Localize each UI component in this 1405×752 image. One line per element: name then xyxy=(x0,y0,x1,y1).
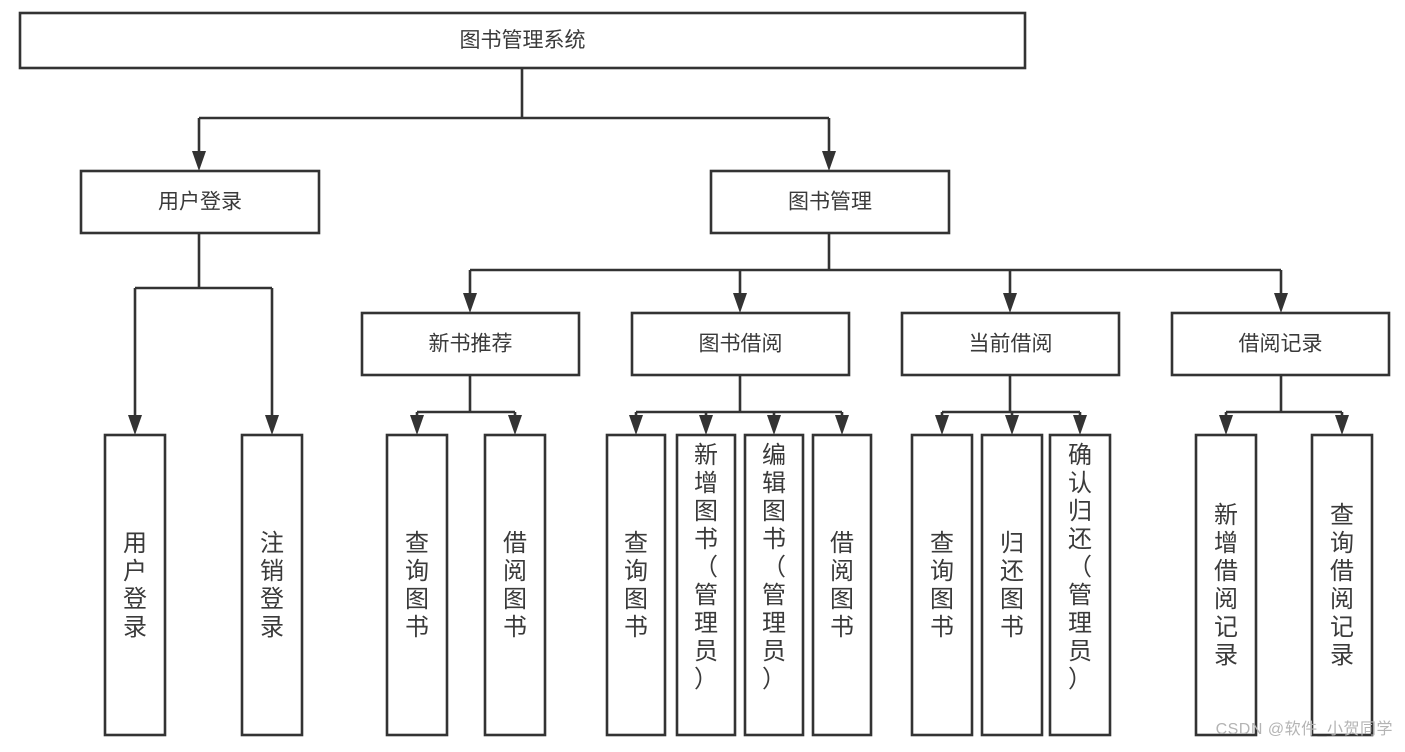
node-level3-2-label: 当前借阅 xyxy=(969,333,1053,356)
arrow-head-icon xyxy=(265,415,279,435)
arrow-head-icon xyxy=(128,415,142,435)
node-leaf-2[interactable]: 查询图书 xyxy=(385,433,449,737)
node-level3-0[interactable]: 新书推荐 xyxy=(360,311,581,377)
arrow-head-icon xyxy=(822,151,836,171)
node-leaf-4-label: 查询图书 xyxy=(624,530,648,641)
node-level3-1-rect[interactable] xyxy=(630,311,851,377)
node-leaf-2-label: 查询图书 xyxy=(405,530,429,641)
node-leaf-4[interactable]: 查询图书 xyxy=(605,433,667,737)
node-leaf-10-rect[interactable] xyxy=(1048,433,1112,737)
node-leaf-12-rect[interactable] xyxy=(1310,433,1374,737)
node-level2-1[interactable]: 图书管理 xyxy=(709,169,951,235)
arrow-head-icon xyxy=(935,415,949,435)
node-level2-0-label: 用户登录 xyxy=(158,191,242,214)
node-leaf-8-label: 查询图书 xyxy=(930,530,954,641)
node-leaf-9[interactable]: 归还图书 xyxy=(980,433,1044,737)
node-leaf-2-rect[interactable] xyxy=(385,433,449,737)
node-level3-3[interactable]: 借阅记录 xyxy=(1170,311,1391,377)
node-leaf-12-label: 查询借阅记录 xyxy=(1330,502,1354,669)
node-leaf-4-rect[interactable] xyxy=(605,433,667,737)
node-leaf-0-rect[interactable] xyxy=(103,433,167,737)
node-level2-1-rect[interactable] xyxy=(709,169,951,235)
node-leaf-7[interactable]: 借阅图书 xyxy=(811,433,873,737)
node-root-label: 图书管理系统 xyxy=(460,29,586,52)
arrow-head-icon xyxy=(767,415,781,435)
node-leaf-1[interactable]: 注销登录 xyxy=(240,433,304,737)
node-leaf-0-label: 用户登录 xyxy=(123,530,147,641)
node-leaf-5[interactable]: 新增图书（管理员） xyxy=(675,433,737,737)
node-leaf-3[interactable]: 借阅图书 xyxy=(483,433,547,737)
node-root[interactable]: 图书管理系统 xyxy=(18,11,1027,70)
node-leaf-6-rect[interactable] xyxy=(743,433,805,737)
arrow-head-icon xyxy=(1335,415,1349,435)
node-level3-1[interactable]: 图书借阅 xyxy=(630,311,851,377)
node-leaf-0[interactable]: 用户登录 xyxy=(103,433,167,737)
node-leaf-11-rect[interactable] xyxy=(1194,433,1258,737)
node-leaf-10-label: 确认归还（管理员） xyxy=(1068,442,1092,693)
node-level3-0-label: 新书推荐 xyxy=(429,333,513,356)
node-leaf-7-label: 借阅图书 xyxy=(830,530,854,641)
arrow-head-icon xyxy=(463,293,477,313)
arrow-head-icon xyxy=(699,415,713,435)
node-level3-3-rect[interactable] xyxy=(1170,311,1391,377)
arrow-head-icon xyxy=(1219,415,1233,435)
node-leaf-1-label: 注销登录 xyxy=(260,530,284,641)
arrow-head-icon xyxy=(1073,415,1087,435)
node-root-rect[interactable] xyxy=(18,11,1027,70)
node-level3-3-label: 借阅记录 xyxy=(1239,333,1323,356)
connector-lines xyxy=(128,68,1349,435)
arrow-head-icon xyxy=(1005,415,1019,435)
node-leaf-9-label: 归还图书 xyxy=(1000,530,1024,641)
node-leaf-5-rect[interactable] xyxy=(675,433,737,737)
node-leaf-11-label: 新增借阅记录 xyxy=(1214,502,1238,669)
node-leaf-3-rect[interactable] xyxy=(483,433,547,737)
node-leaf-10[interactable]: 确认归还（管理员） xyxy=(1048,433,1112,737)
node-level3-2[interactable]: 当前借阅 xyxy=(900,311,1121,377)
arrow-head-icon xyxy=(192,151,206,171)
arrow-head-icon xyxy=(835,415,849,435)
node-leaf-5-label: 新增图书（管理员） xyxy=(694,442,718,693)
node-leaf-9-rect[interactable] xyxy=(980,433,1044,737)
node-boxes: 图书管理系统用户登录图书管理新书推荐图书借阅当前借阅借阅记录用户登录注销登录查询… xyxy=(18,11,1391,737)
node-leaf-11[interactable]: 新增借阅记录 xyxy=(1194,433,1258,737)
arrow-head-icon xyxy=(629,415,643,435)
node-leaf-6-label: 编辑图书（管理员） xyxy=(762,442,786,693)
arrow-head-icon xyxy=(1274,293,1288,313)
arrow-head-icon xyxy=(508,415,522,435)
node-leaf-8[interactable]: 查询图书 xyxy=(910,433,974,737)
node-level3-1-label: 图书借阅 xyxy=(699,333,783,356)
node-leaf-8-rect[interactable] xyxy=(910,433,974,737)
node-level2-1-label: 图书管理 xyxy=(788,191,872,214)
arrow-head-icon xyxy=(1003,293,1017,313)
node-level3-0-rect[interactable] xyxy=(360,311,581,377)
arrow-head-icon xyxy=(733,293,747,313)
node-level3-2-rect[interactable] xyxy=(900,311,1121,377)
node-leaf-7-rect[interactable] xyxy=(811,433,873,737)
node-leaf-1-rect[interactable] xyxy=(240,433,304,737)
node-level2-0[interactable]: 用户登录 xyxy=(79,169,321,235)
node-leaf-12[interactable]: 查询借阅记录 xyxy=(1310,433,1374,737)
node-level2-0-rect[interactable] xyxy=(79,169,321,235)
node-leaf-3-label: 借阅图书 xyxy=(503,530,527,641)
arrow-head-icon xyxy=(410,415,424,435)
node-leaf-6[interactable]: 编辑图书（管理员） xyxy=(743,433,805,737)
